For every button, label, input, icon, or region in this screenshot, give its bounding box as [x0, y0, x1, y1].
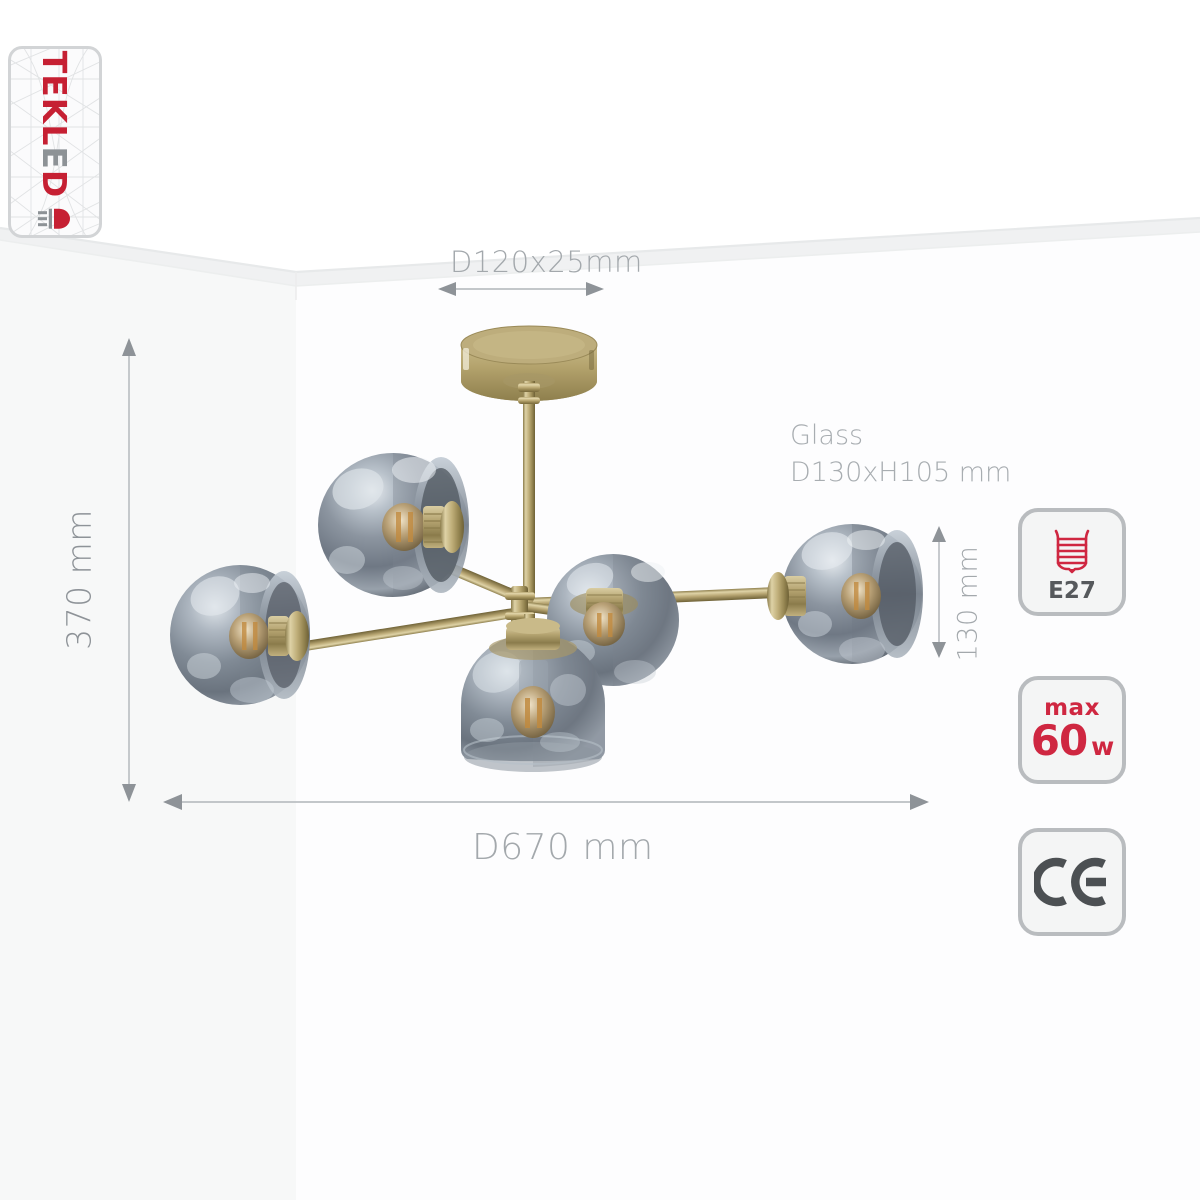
dimension-label-canopy: D120x25mm [450, 245, 643, 279]
badge-max-wattage: max 60 w [1018, 676, 1126, 784]
glass-spec-line1: Glass [790, 420, 864, 451]
badge-socket-label: E27 [1048, 577, 1096, 604]
center-stem [518, 381, 540, 616]
lamp-base-icon [1054, 529, 1090, 573]
led-bulb-icon [38, 208, 70, 229]
dimension-arrow-canopy [438, 282, 604, 296]
glass-shade-middle [547, 554, 679, 686]
glass-shade-right [767, 524, 923, 664]
glass-shade-left [170, 565, 310, 705]
badge-wattage-unit: w [1091, 732, 1114, 762]
badge-socket-e27: E27 [1018, 508, 1126, 616]
dimension-arrow-width [163, 794, 929, 810]
brand-logo-lockup: TEKLED [35, 51, 75, 234]
dimension-label-glass-height: 130 mm [952, 545, 984, 662]
dimension-label-height: 370 mm [59, 509, 99, 650]
dimension-arrow-height [122, 338, 136, 802]
dimension-label-width: D670 mm [472, 827, 654, 868]
badge-wattage-value: 60 [1030, 716, 1088, 766]
ce-mark-icon [1034, 857, 1106, 907]
arm-left [296, 606, 527, 653]
badge-wattage-value-group: 60 w [1030, 716, 1115, 766]
badge-wattage-max-label: max [1044, 695, 1100, 722]
ceiling-plane [0, 0, 1200, 300]
glass-shade-bottom [461, 618, 605, 772]
glass-shade-top-left [318, 453, 469, 597]
brand-logo-plate: TEKLED [8, 46, 102, 238]
badge-ce-mark [1018, 828, 1126, 936]
dimension-arrow-glass-height [932, 526, 946, 658]
glass-spec-note: Glass D130xH105 mm [790, 418, 1011, 491]
glass-spec-line2: D130xH105 mm [790, 456, 1012, 488]
